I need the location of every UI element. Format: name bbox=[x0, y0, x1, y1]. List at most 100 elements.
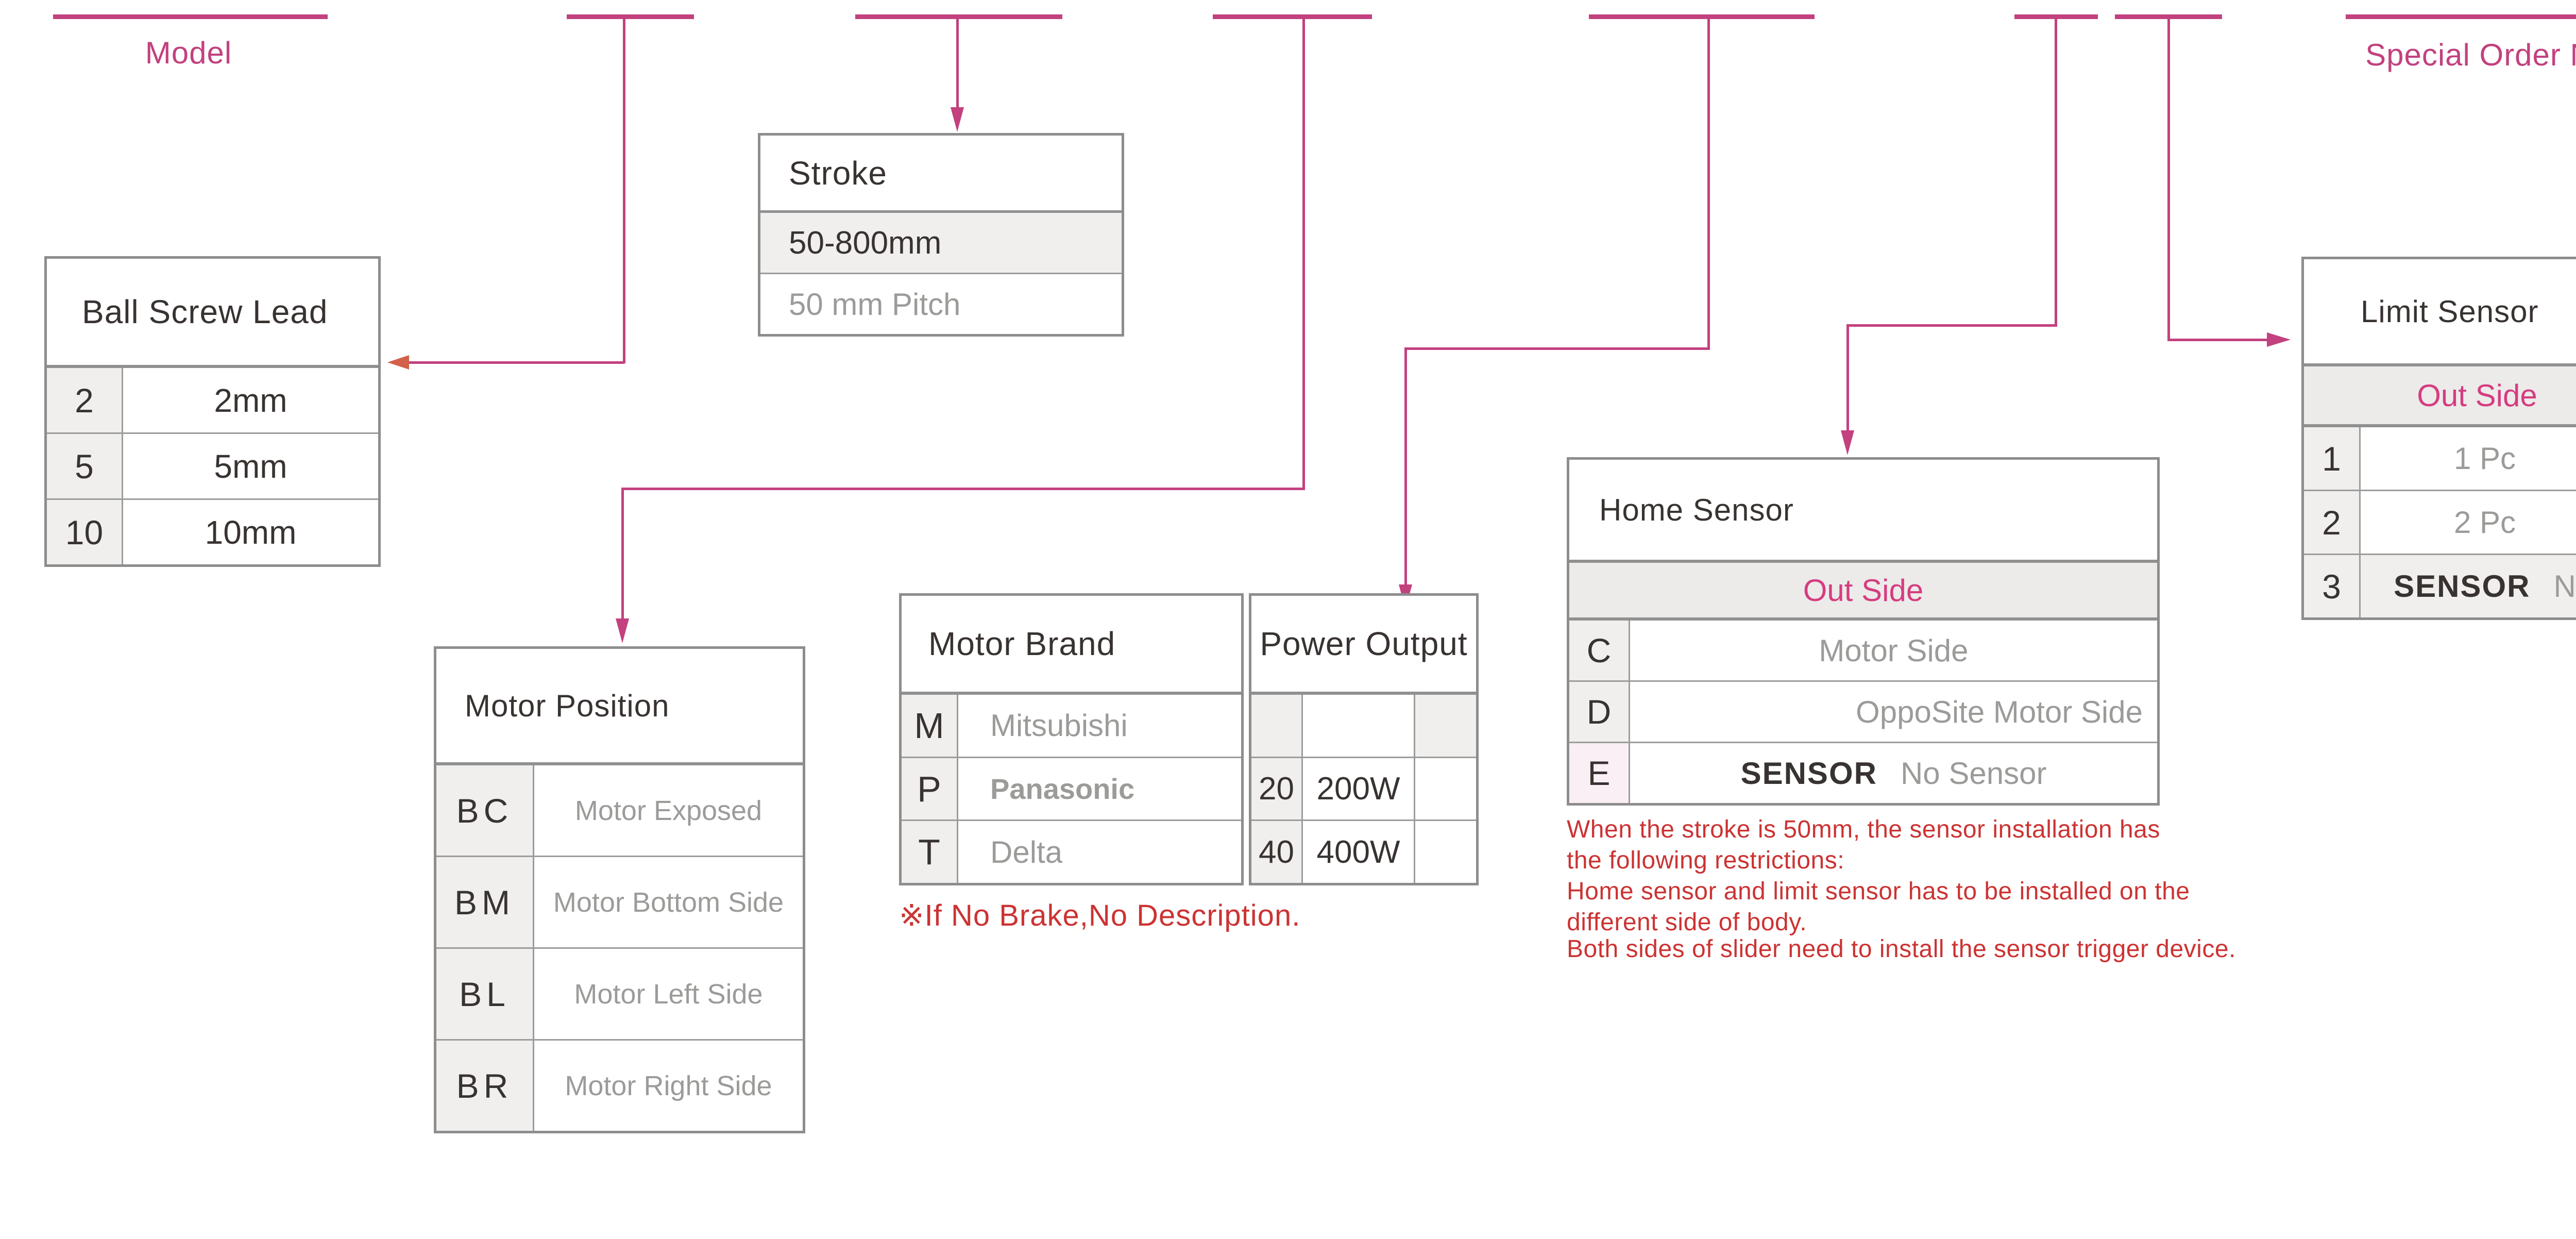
stroke-table: Stroke 50-800mm 50 mm Pitch bbox=[758, 133, 1124, 337]
subheader-text: Out Side bbox=[1803, 573, 1924, 608]
table-title: Limit Sensor bbox=[2304, 259, 2576, 366]
table-cell-code: 40 bbox=[1251, 821, 1303, 883]
table-cell-code: E bbox=[1569, 743, 1630, 803]
table-cell-value: 1 Pc bbox=[2453, 441, 2516, 476]
connector-line bbox=[621, 488, 1305, 490]
table-row: 10 10mm bbox=[47, 498, 378, 564]
table-title: Stroke bbox=[760, 136, 1122, 213]
sensor-restriction-note: Both sides of slider need to install the… bbox=[1567, 934, 2340, 965]
table-cell-value: Mitsubishi bbox=[990, 708, 1128, 743]
arrow-right-icon bbox=[2267, 332, 2291, 347]
power-output-table: Power Output 20 200W 40 400W bbox=[1249, 593, 1479, 885]
table-title: Ball Screw Lead bbox=[47, 259, 378, 368]
table-cell-code bbox=[1251, 695, 1303, 757]
motor-position-table: Motor Position BC Motor Exposed BM Motor… bbox=[434, 646, 805, 1133]
table-cell-code: D bbox=[1569, 682, 1630, 742]
connector-line bbox=[402, 361, 624, 364]
table-cell-spare bbox=[1415, 695, 1476, 757]
table-title-text: Ball Screw Lead bbox=[82, 293, 328, 330]
table-cell-code: BC bbox=[436, 765, 534, 856]
stroke-pitch-cell: 50 mm Pitch bbox=[789, 287, 961, 322]
table-cell-value: 2 Pc bbox=[2453, 505, 2516, 540]
connector-line bbox=[1302, 17, 1305, 490]
table-title-text: Stroke bbox=[789, 154, 887, 192]
table-cell-code: C bbox=[1569, 621, 1630, 680]
table-cell-code: BL bbox=[436, 949, 534, 1039]
table-cell-value: 2mm bbox=[214, 381, 287, 419]
note-line: the following restrictions: bbox=[1567, 847, 1845, 874]
table-row: D OppoSite Motor Side bbox=[1569, 680, 2157, 742]
table-row: 50-800mm bbox=[760, 213, 1122, 273]
sensor-restriction-note: When the stroke is 50mm, the sensor inst… bbox=[1567, 814, 2262, 876]
arrow-down-icon bbox=[951, 107, 964, 132]
table-cell-code: BR bbox=[436, 1041, 534, 1131]
table-cell-code: 1 bbox=[2304, 427, 2361, 490]
model-label: Model bbox=[145, 36, 232, 70]
table-row: 2 2mm bbox=[47, 368, 378, 432]
table-cell-code: 5 bbox=[47, 434, 123, 498]
note-line: When the stroke is 50mm, the sensor inst… bbox=[1567, 816, 2160, 843]
table-cell-code: 3 bbox=[2304, 555, 2361, 617]
model-code-rule-segment bbox=[855, 14, 1062, 19]
table-cell-value: Motor Exposed bbox=[574, 795, 762, 826]
model-code-rule-segment bbox=[2014, 14, 2098, 19]
table-title: Motor Brand bbox=[902, 596, 1241, 695]
table-cell-value: Delta bbox=[990, 834, 1063, 869]
sensor-restriction-note: Home sensor and limit sensor has to be i… bbox=[1567, 876, 2262, 938]
limit-sensor-table: Limit Sensor Out Side 1 1 Pc 2 2 Pc 3 SE… bbox=[2301, 257, 2576, 620]
connector-line bbox=[623, 17, 625, 363]
table-title-text: Motor Brand bbox=[928, 625, 1116, 662]
table-row: 1 1 Pc bbox=[2304, 427, 2576, 490]
table-row: T Delta bbox=[902, 819, 1241, 883]
model-code-rule-segment bbox=[1213, 14, 1372, 19]
table-row: 20 200W bbox=[1251, 756, 1476, 820]
connector-line bbox=[2055, 17, 2057, 326]
table-title: Power Output bbox=[1251, 596, 1476, 695]
table-row: C Motor Side bbox=[1569, 621, 2157, 680]
table-row bbox=[1251, 695, 1476, 757]
table-title-text: Power Output bbox=[1260, 625, 1468, 662]
connector-line bbox=[1404, 347, 1407, 587]
table-cell-code: 10 bbox=[47, 500, 123, 564]
model-code-rule-segment bbox=[567, 14, 694, 19]
connector-line bbox=[956, 17, 959, 110]
model-code-rule-segment bbox=[1589, 14, 1815, 19]
table-cell-value: 5mm bbox=[214, 447, 287, 485]
home-sensor-table: Home Sensor Out Side C Motor Side D Oppo… bbox=[1567, 457, 2160, 806]
table-cell-value: 200W bbox=[1303, 758, 1415, 820]
connector-line bbox=[1707, 17, 1710, 349]
table-cell-code: 2 bbox=[2304, 491, 2361, 554]
table-cell-code: M bbox=[902, 695, 958, 757]
model-code-rule-segment bbox=[2346, 14, 2576, 19]
table-row: 2 2 Pc bbox=[2304, 490, 2576, 554]
table-cell-code: 20 bbox=[1251, 758, 1303, 820]
table-cell-code: 2 bbox=[47, 368, 123, 432]
table-cell-value: Motor Side bbox=[1819, 633, 1969, 668]
special-order-label: Special Order No. bbox=[2365, 38, 2576, 72]
table-subheader: Out Side bbox=[1569, 563, 2157, 621]
table-row: BM Motor Bottom Side bbox=[436, 856, 803, 947]
note-line: Both sides of slider need to install the… bbox=[1567, 935, 2236, 963]
table-row: BR Motor Right Side bbox=[436, 1039, 803, 1131]
arrow-down-icon bbox=[616, 618, 629, 643]
ball-screw-lead-table: Ball Screw Lead 2 2mm 5 5mm 10 10mm bbox=[44, 256, 381, 567]
table-cell-code: P bbox=[902, 758, 958, 820]
table-row: 50 mm Pitch bbox=[760, 273, 1122, 334]
table-cell-value: Panasonic bbox=[990, 773, 1135, 805]
table-cell-value bbox=[1303, 695, 1415, 757]
table-cell-code: T bbox=[902, 821, 958, 883]
table-row: 40 400W bbox=[1251, 819, 1476, 883]
table-row: P Panasonic bbox=[902, 756, 1241, 820]
table-cell-spare bbox=[1415, 821, 1476, 883]
table-row: BL Motor Left Side bbox=[436, 947, 803, 1039]
stroke-range-cell: 50-800mm bbox=[789, 225, 942, 261]
table-cell-value: OppoSite Motor Side bbox=[1856, 694, 2143, 729]
connector-line bbox=[1846, 324, 2057, 327]
table-title: Motor Position bbox=[436, 649, 803, 765]
table-row: BC Motor Exposed bbox=[436, 765, 803, 856]
arrow-down-icon bbox=[1841, 430, 1854, 455]
